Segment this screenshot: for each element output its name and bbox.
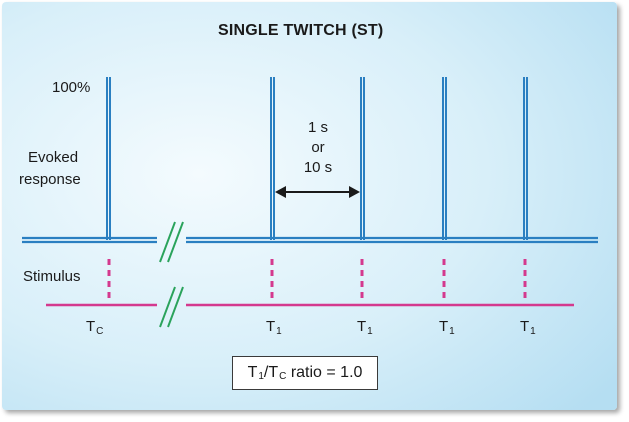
panel-background [2, 2, 617, 410]
evoked-response-t1-1 [270, 77, 275, 240]
ratio-tc-sub: C [279, 370, 287, 382]
response-baseline [22, 236, 598, 244]
tick-t1-sub: 1 [276, 326, 282, 337]
tick-t1-main: T [266, 318, 276, 335]
evoked-response-t1-4 [523, 77, 528, 240]
tick-label-tc: TC [86, 318, 104, 337]
ratio-tc: T [268, 364, 279, 381]
ratio-t1-sub: 1 [258, 370, 264, 382]
tick-t1-main: T [520, 318, 530, 335]
ratio-t1: T [247, 364, 258, 381]
tick-t1-main: T [439, 318, 449, 335]
tick-tc-main: T [86, 318, 96, 335]
label-stimulus: Stimulus [23, 268, 81, 285]
tick-t1-sub: 1 [449, 326, 455, 337]
break-mark-stimulus [159, 286, 184, 328]
tick-label-t1: T1 [357, 318, 373, 337]
tick-t1-sub: 1 [530, 326, 536, 337]
label-response: response [19, 171, 81, 188]
evoked-response-t1-2 [360, 77, 365, 240]
interval-line-2: or [311, 139, 325, 156]
label-100-percent: 100% [52, 79, 91, 96]
label-evoked: Evoked [28, 149, 79, 166]
tick-t1-sub: 1 [367, 326, 373, 337]
tick-label-t1: T1 [439, 318, 455, 337]
interval-line-3: 10 s [303, 159, 333, 176]
ratio-slash: / [263, 364, 269, 381]
interval-arrow [275, 186, 360, 198]
tick-t1-main: T [357, 318, 367, 335]
evoked-response-control [106, 77, 111, 240]
tick-label-t1: T1 [520, 318, 536, 337]
evoked-response-t1-3 [442, 77, 447, 240]
tick-tc-sub: C [96, 326, 104, 337]
interval-line-1: 1 s [307, 119, 328, 136]
break-mark-response [159, 221, 184, 263]
diagram-title: SINGLE TWITCH (ST) [218, 22, 384, 39]
ratio-value: ratio = 1.0 [286, 364, 363, 381]
tick-label-t1: T1 [266, 318, 282, 337]
